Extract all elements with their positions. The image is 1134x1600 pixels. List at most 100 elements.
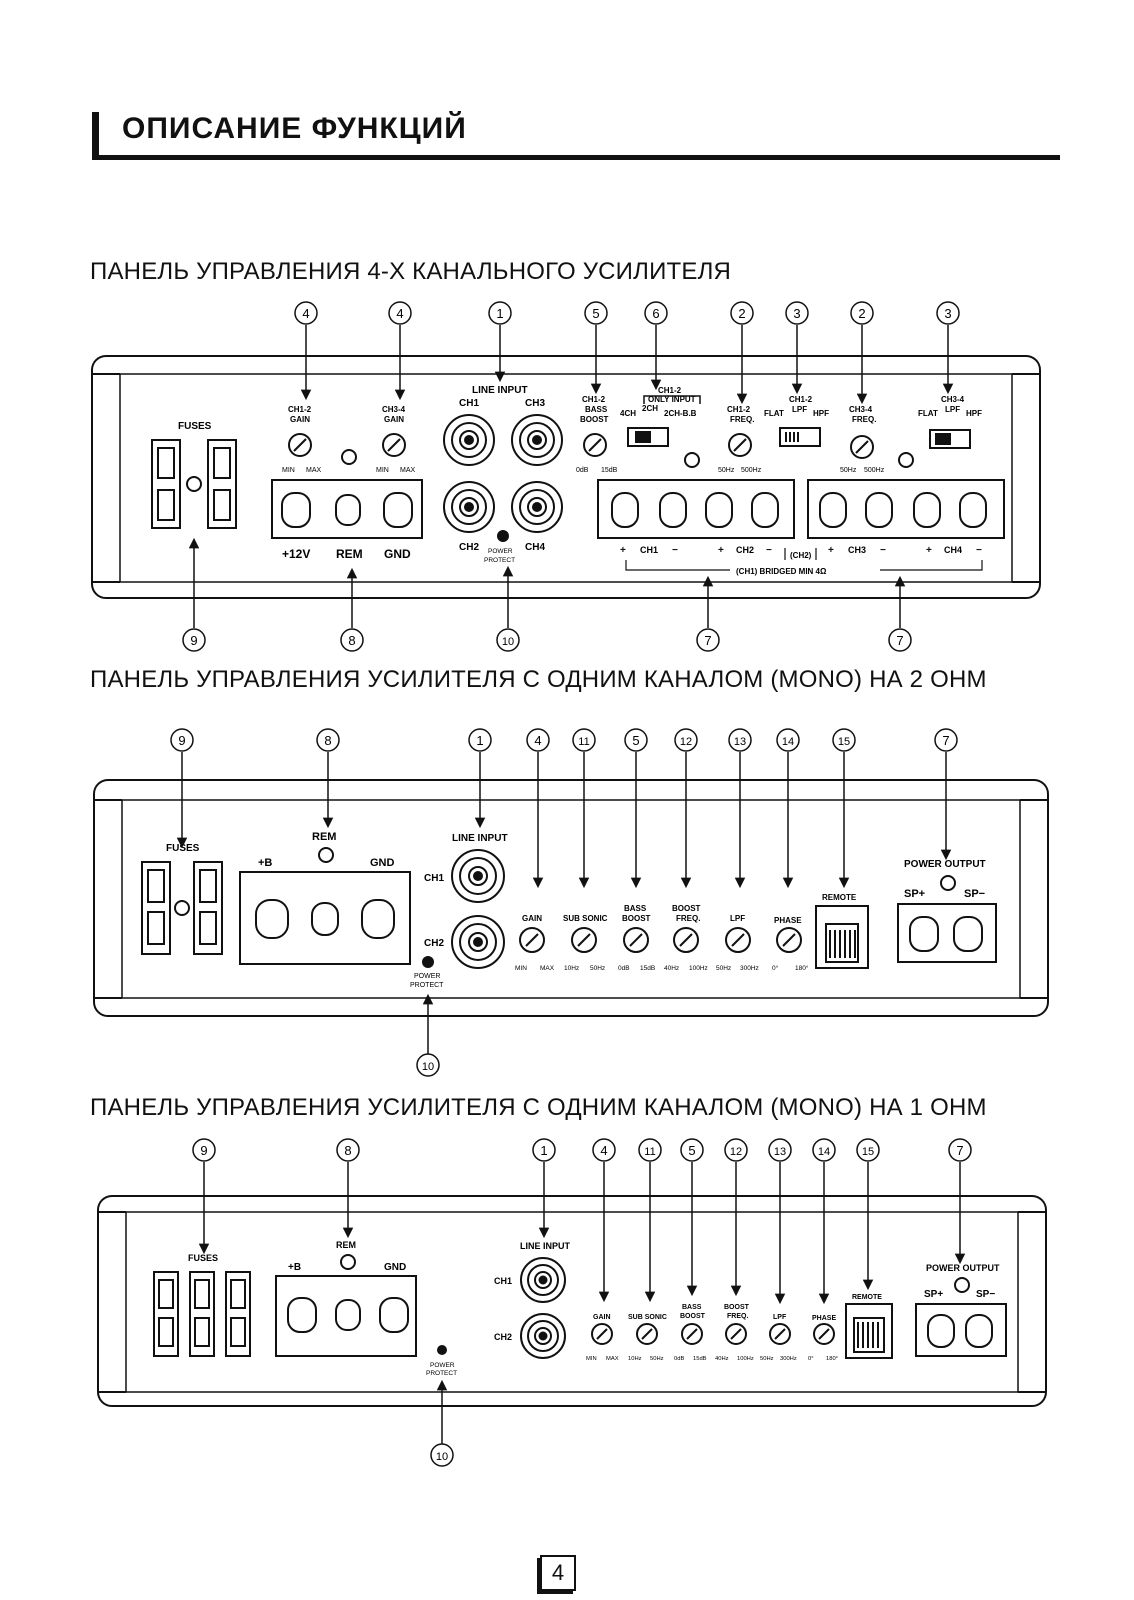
pp-label-2-2ohm: PROTECT [410,982,444,989]
section-title-mono-2ohm: ПАНЕЛЬ УПРАВЛЕНИЯ УСИЛИТЕЛЯ С ОДНИМ КАНА… [90,666,987,693]
out-ch4-label: CH4 [944,545,962,555]
panel-mono-2ohm [93,779,1049,1017]
rca-ch2-label: CH2 [459,542,479,553]
gain-ch12-label-b: GAIN [290,415,310,424]
out-ch2-label: CH2 [736,545,754,555]
freq-ch12-knob [728,433,752,457]
pp-label-1-2ohm: POWER [414,973,440,980]
callout-5: 5 [632,733,639,748]
callout-12: 12 [680,736,692,748]
callout-8: 8 [344,1143,351,1158]
screw-icon [954,1277,970,1293]
bass-boost-label-1: CH1-2 [582,395,606,404]
rca-jack-ch2-2ohm [451,915,505,969]
bass-boost-label-2: BASS [585,405,608,414]
terminal-12v-label: +12V [282,547,310,561]
sp-minus-label-1ohm: SP− [976,1289,995,1300]
callout-15: 15 [838,736,850,748]
scale-label: 50Hz [590,965,605,972]
power-terminal-2ohm [239,871,411,965]
panel-4ch [91,355,1041,599]
input-mode-switch [627,427,669,447]
screw-icon [940,875,956,891]
callout-7: 7 [704,633,711,648]
scale-label: 50Hz [650,1356,664,1362]
fuse-1 [151,439,181,529]
callout-1: 1 [476,733,483,748]
callout-1: 1 [496,306,503,321]
freq-ch12-label-2: FREQ. [730,415,754,424]
lpf-label-1ohm: LPF [773,1314,787,1321]
rca-ch2-label-2ohm: CH2 [424,938,444,949]
rca-jack-ch1-1ohm [520,1257,566,1303]
rca-jack-ch1-2ohm [451,849,505,903]
svg-text:+: + [718,545,724,556]
section-title-4ch: ПАНЕЛЬ УПРАВЛЕНИЯ 4-Х КАНАЛЬНОГО УСИЛИТЕ… [90,258,732,285]
page-number: 4 [540,1555,576,1591]
rca-jack-ch2-1ohm [520,1313,566,1359]
scale-label: 0° [772,964,779,972]
gnd-label-2ohm: GND [370,857,395,869]
gain-ch34-min: MIN [376,467,389,474]
screw-icon [684,452,700,468]
scale-label: 50Hz [760,1356,774,1362]
freq-ch34-50hz: 50Hz [840,467,857,474]
boost-freq-label-2-1ohm: FREQ. [727,1313,748,1320]
scale-label: 40Hz [715,1356,729,1362]
speaker-terminal-ch34 [807,479,1005,539]
screw-icon [898,452,914,468]
callout-7: 7 [896,633,903,648]
subsonic-knob-1ohm [636,1323,658,1345]
bass-label-1-2ohm: BASS [624,904,647,913]
callout-13: 13 [774,1146,786,1158]
fuse-block-2ohm [141,847,334,955]
terminal-rem-label: REM [336,547,363,561]
svg-text:+: + [828,545,834,556]
callout-13: 13 [734,736,746,748]
svg-text:+: + [926,545,932,556]
callout-8: 8 [324,733,331,748]
callout-8: 8 [348,633,355,648]
callout-2: 2 [738,306,745,321]
gain-knob-ch12 [288,433,312,457]
bass-label-2-1ohm: BOOST [680,1313,706,1320]
callout-6: 6 [652,306,659,321]
scale-label: 50Hz [716,965,731,972]
filter-ch34-lpf: LPF [945,405,960,414]
callout-10: 10 [502,636,514,648]
line-input-label-4ch: LINE INPUT [472,385,528,396]
power-output-label-1ohm: POWER OUTPUT [926,1263,1000,1273]
scale-label: 15dB [693,1356,707,1362]
power-terminal-1ohm [275,1275,417,1357]
rca-jack-ch1 [443,414,495,466]
panel-4ch-face [119,373,1013,583]
sp-plus-label-1ohm: SP+ [924,1289,943,1300]
rca-ch3-label: CH3 [525,398,545,409]
freq-ch34-knob [850,435,874,459]
header-accent-bar [92,112,99,160]
scale-label: 180° [826,1356,838,1362]
callout-11: 11 [644,1146,655,1158]
scale-label: 300Hz [740,965,759,972]
power-protect-led-1ohm [437,1345,447,1355]
gnd-label-1ohm: GND [384,1262,406,1273]
speaker-terminal-1ohm [915,1303,1007,1357]
header-rule [92,155,1060,160]
callout-3: 3 [944,306,951,321]
gain-ch12-max: MAX [306,467,322,474]
gain-knob-1ohm [591,1323,613,1345]
fuses-label-1ohm: FUSES [188,1253,218,1263]
bass-boost-knob-1ohm [681,1323,703,1345]
bass-boost-0db: 0dB [576,467,589,474]
callout-7: 7 [942,733,949,748]
bass-label-2-2ohm: BOOST [622,914,651,923]
line-input-label-1ohm: LINE INPUT [520,1241,571,1251]
out-ch1-label: CH1 [640,545,658,555]
lpf-label-2ohm: LPF [730,914,745,923]
remote-port-2ohm [815,905,869,969]
scale-label: MIN [515,965,527,972]
scale-label: 100Hz [689,965,708,972]
gain-ch34-max: MAX [400,467,416,474]
plusb-label-1ohm: +B [288,1262,301,1273]
